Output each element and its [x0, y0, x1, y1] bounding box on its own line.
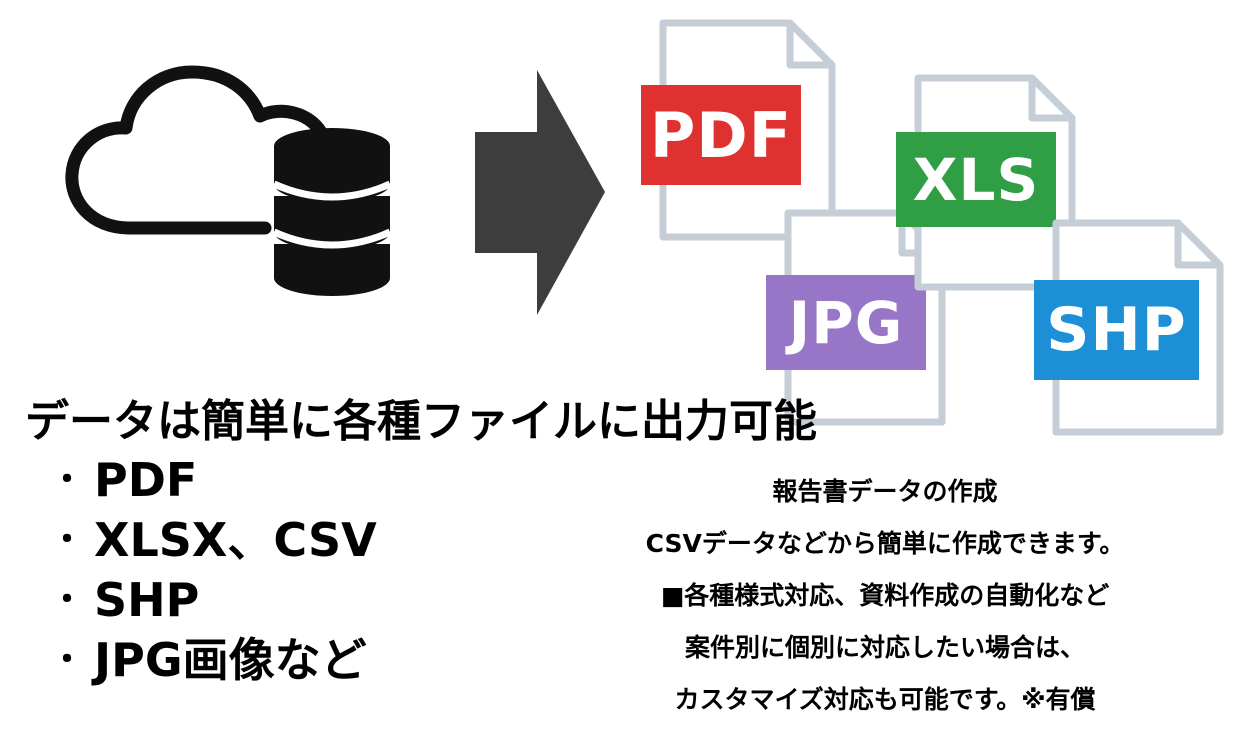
description: 報告書データの作成 CSVデータなどから簡単に作成できます。 ■各種様式対応、資… — [560, 466, 1210, 726]
shp-label: SHP — [1034, 280, 1199, 380]
list-item-text: PDF — [94, 453, 198, 507]
description-line: 案件別に個別に対応したい場合は、 — [684, 633, 1085, 662]
bullet: ・ — [50, 640, 84, 680]
list-item: ・ JPG画像など — [50, 630, 377, 690]
cloud-database-icon — [65, 65, 392, 296]
description-line: 報告書データの作成 — [772, 477, 998, 506]
list-item: ・ PDF — [50, 450, 377, 510]
bullet: ・ — [50, 460, 84, 500]
jpg-file-icon: JPG — [766, 205, 950, 430]
pdf-label: PDF — [641, 85, 801, 185]
shp-file-icon: SHP — [1034, 215, 1228, 440]
bullet: ・ — [50, 580, 84, 620]
description-line: CSVデータなどから簡単に作成できます。 — [645, 529, 1125, 558]
format-list: ・ PDF ・ XLSX、CSV ・ SHP ・ JPG画像など — [50, 450, 377, 690]
xls-file-icon: XLS — [896, 70, 1080, 295]
headline: データは簡単に各種ファイルに出力可能 — [25, 396, 817, 447]
list-item-text: JPG画像など — [94, 633, 367, 687]
pdf-file-icon: PDF — [641, 15, 840, 245]
description-line: カスタマイズ対応も可能です。※有償 — [674, 685, 1096, 714]
xls-label: XLS — [896, 132, 1056, 227]
list-item: ・ SHP — [50, 570, 377, 630]
bullet: ・ — [50, 520, 84, 560]
list-item-text: SHP — [94, 573, 200, 627]
description-line: ■各種様式対応、資料作成の自動化など — [660, 581, 1110, 610]
list-item: ・ XLSX、CSV — [50, 510, 377, 570]
jpg-label: JPG — [766, 275, 926, 370]
right-arrow-icon — [475, 70, 605, 315]
list-item-text: XLSX、CSV — [94, 513, 377, 567]
